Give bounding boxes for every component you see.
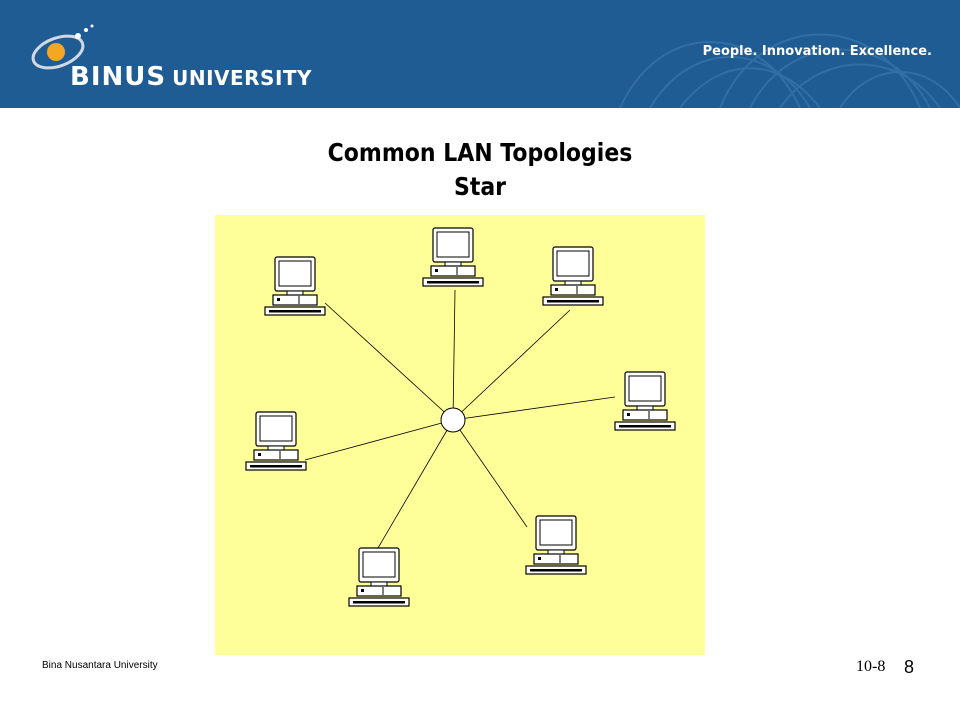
network-cable xyxy=(377,419,454,549)
tagline: People. Innovation. Excellence. xyxy=(702,44,932,59)
network-cable xyxy=(452,309,571,421)
computer-node-7-icon xyxy=(525,515,587,575)
network-cable xyxy=(452,396,616,421)
footer-institution: Bina Nusantara University xyxy=(42,660,158,671)
computer-node-1-icon xyxy=(264,256,326,316)
network-cable xyxy=(452,289,456,421)
logo-main: BINUS xyxy=(70,62,167,92)
network-cable xyxy=(452,419,528,528)
computer-node-5-icon xyxy=(245,411,307,471)
computer-node-3-icon xyxy=(542,246,604,306)
title-line-1: Common LAN Topologies xyxy=(327,138,633,167)
footer-page-number: 8 xyxy=(904,657,915,677)
footer-slide-code: 10-8 xyxy=(856,658,886,675)
binus-logo-icon xyxy=(31,24,94,70)
slide-title: Common LAN Topologies Star xyxy=(58,136,903,204)
header-wave-pattern xyxy=(619,33,960,108)
diagram-panel xyxy=(215,215,705,655)
computer-node-4-icon xyxy=(614,371,676,431)
computer-node-2-icon xyxy=(422,227,484,287)
network-cable xyxy=(304,419,454,461)
computer-node-6-icon xyxy=(348,547,410,607)
logo-sub: UNIVERSITY xyxy=(172,66,313,90)
title-line-2: Star xyxy=(453,172,507,201)
hub-node xyxy=(440,407,466,433)
star-topology-diagram xyxy=(245,227,676,607)
network-cable xyxy=(324,302,454,421)
